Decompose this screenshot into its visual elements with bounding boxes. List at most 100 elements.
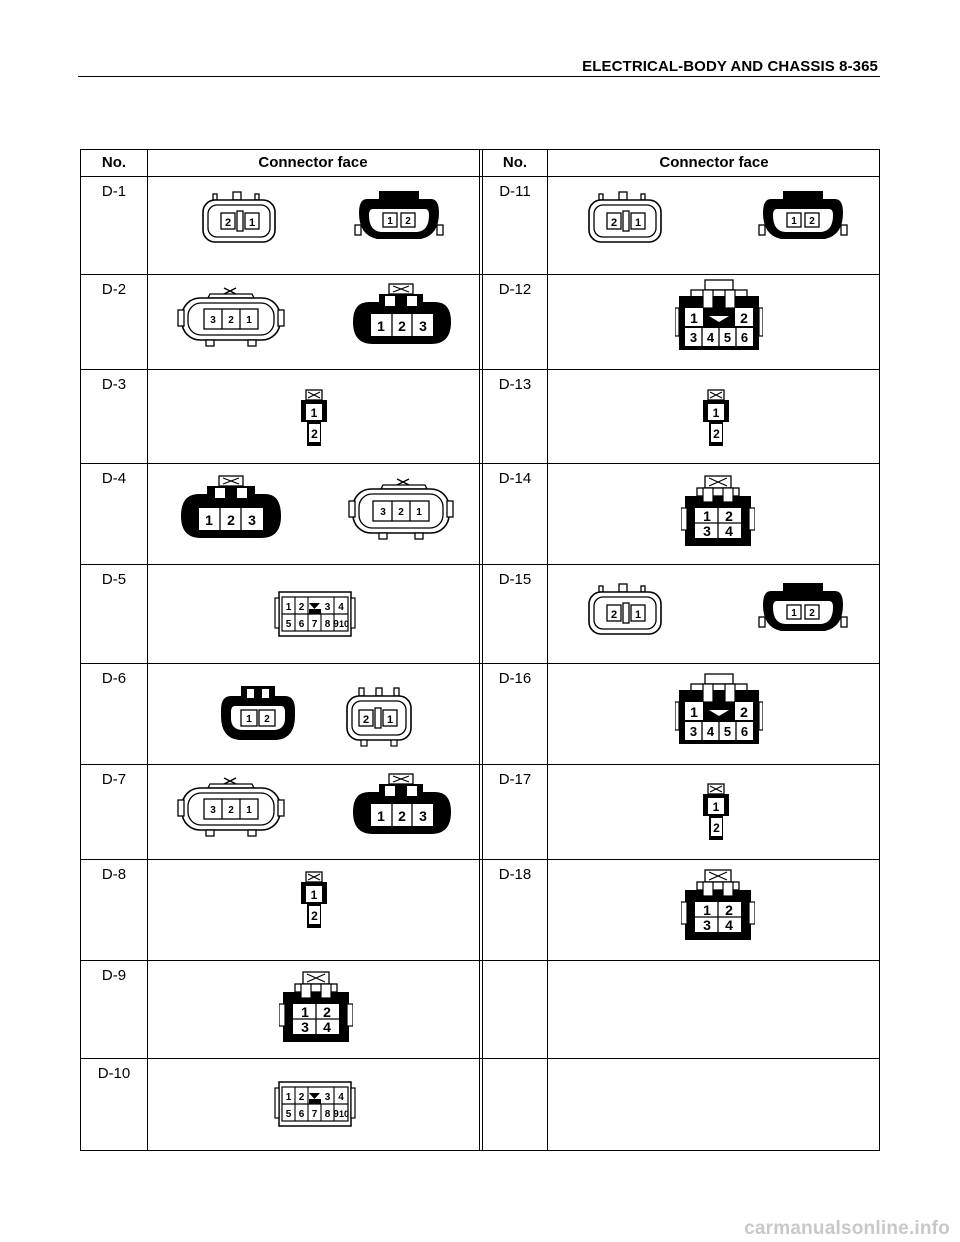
pin-label: 5 bbox=[286, 1109, 292, 1120]
connector-2pin-female-icon: 2 1 bbox=[588, 583, 662, 635]
pin-label: 1 bbox=[791, 608, 797, 619]
connector-2pin-vertical-icon: 1 2 bbox=[301, 871, 327, 928]
col-header-face-left: Connector face bbox=[258, 154, 368, 171]
pin-label: 2 bbox=[227, 512, 235, 528]
connector-2pin-vertical-icon: 1 2 bbox=[703, 783, 729, 840]
pin-label: 2 bbox=[323, 1004, 331, 1020]
row-divider bbox=[81, 564, 879, 565]
pin-label: 2 bbox=[713, 821, 720, 835]
connector-10pin-icon: 1 2 3 4 5 6 7 8 9 10 bbox=[274, 1081, 356, 1127]
pin-label: 6 bbox=[741, 724, 748, 739]
pin-label: 3 bbox=[380, 507, 386, 518]
pin-label: 1 bbox=[387, 714, 393, 726]
row-no: D-4 bbox=[101, 470, 127, 487]
pin-label: 1 bbox=[205, 512, 213, 528]
connector-3pin-female-icon: 3 2 1 bbox=[177, 777, 285, 837]
pin-label: 10 bbox=[339, 619, 349, 629]
row-divider bbox=[81, 1058, 879, 1059]
row-divider bbox=[81, 369, 879, 370]
pin-label: 2 bbox=[809, 608, 815, 619]
pin-label: 9 bbox=[333, 1109, 339, 1120]
pin-label: 4 bbox=[725, 523, 733, 539]
pin-label: 3 bbox=[325, 1092, 331, 1103]
pin-label: 3 bbox=[301, 1019, 309, 1035]
pin-label: 1 bbox=[703, 902, 711, 918]
connector-3pin-male-icon: 1 2 3 bbox=[181, 475, 281, 538]
row-no: D-15 bbox=[498, 571, 532, 588]
pin-label: 2 bbox=[228, 805, 234, 816]
pin-label: 2 bbox=[740, 310, 748, 326]
col-header-face-right: Connector face bbox=[659, 154, 769, 171]
row-no: D-3 bbox=[101, 376, 127, 393]
watermark-text: carmanualsonline.info bbox=[744, 1218, 950, 1239]
connector-6pin-icon: 1 2 3 4 5 6 bbox=[675, 279, 763, 350]
pin-label: 1 bbox=[635, 217, 641, 229]
row-divider bbox=[81, 463, 879, 464]
col-divider-double bbox=[479, 150, 483, 1150]
pin-label: 1 bbox=[246, 714, 252, 725]
connector-3pin-female-icon: 3 2 1 bbox=[177, 287, 285, 347]
connector-2pin-female-icon: 2 1 bbox=[202, 191, 276, 243]
col-divider bbox=[547, 150, 548, 1150]
row-no: D-2 bbox=[101, 281, 127, 298]
pin-label: 2 bbox=[311, 909, 318, 923]
page-title: ELECTRICAL-BODY AND CHASSIS 8-365 bbox=[582, 58, 878, 75]
pin-label: 3 bbox=[703, 523, 711, 539]
pin-label: 5 bbox=[724, 330, 731, 345]
connector-4pin-icon: 1 2 3 4 bbox=[681, 869, 755, 940]
pin-label: 4 bbox=[707, 724, 715, 739]
pin-label: 1 bbox=[635, 609, 641, 621]
pin-label: 2 bbox=[398, 318, 406, 334]
pin-label: 1 bbox=[690, 704, 698, 720]
connector-2pin-male-icon: 1 2 bbox=[758, 583, 848, 631]
pin-label: 2 bbox=[740, 704, 748, 720]
row-divider bbox=[81, 764, 879, 765]
pin-label: 6 bbox=[741, 330, 748, 345]
pin-label: 2 bbox=[405, 216, 411, 227]
pin-label: 3 bbox=[210, 315, 216, 326]
pin-label: 2 bbox=[398, 507, 404, 518]
connector-table: No. Connector face No. Connector face D-… bbox=[80, 149, 880, 1151]
pin-label: 1 bbox=[690, 310, 698, 326]
pin-label: 2 bbox=[725, 902, 733, 918]
pin-label: 1 bbox=[249, 217, 255, 229]
connector-10pin-icon: 1 2 3 4 5 6 7 8 9 10 bbox=[274, 591, 356, 637]
pin-label: 1 bbox=[301, 1004, 309, 1020]
pin-label: 7 bbox=[312, 619, 318, 630]
pin-label: 2 bbox=[311, 427, 318, 441]
pin-label: 10 bbox=[339, 1109, 349, 1119]
row-no: D-8 bbox=[101, 866, 127, 883]
row-no: D-7 bbox=[101, 771, 127, 788]
col-header-no-left: No. bbox=[101, 154, 127, 171]
row-divider bbox=[81, 274, 879, 275]
pin-label: 4 bbox=[323, 1019, 331, 1035]
pin-label: 3 bbox=[419, 318, 427, 334]
row-no: D-5 bbox=[101, 571, 127, 588]
connector-2pin-vertical-icon: 1 2 bbox=[301, 389, 327, 446]
pin-label: 1 bbox=[286, 1092, 292, 1103]
pin-label: 1 bbox=[703, 508, 711, 524]
pin-label: 1 bbox=[416, 507, 422, 518]
row-no: D-13 bbox=[498, 376, 532, 393]
pin-label: 1 bbox=[713, 406, 720, 420]
pin-label: 2 bbox=[611, 217, 617, 229]
connector-3pin-male-icon: 1 2 3 bbox=[353, 773, 451, 834]
pin-label: 1 bbox=[286, 602, 292, 613]
row-no: D-9 bbox=[101, 967, 127, 984]
pin-label: 3 bbox=[325, 602, 331, 613]
pin-label: 2 bbox=[363, 714, 369, 726]
row-no: D-1 bbox=[101, 183, 127, 200]
pin-label: 5 bbox=[286, 619, 292, 630]
connector-2pin-female-icon: 2 1 bbox=[346, 687, 412, 747]
pin-label: 2 bbox=[299, 602, 305, 613]
connector-3pin-female-icon: 3 2 1 bbox=[348, 478, 454, 540]
row-divider bbox=[81, 176, 879, 177]
connector-6pin-icon: 1 2 3 4 5 6 bbox=[675, 673, 763, 744]
pin-label: 1 bbox=[246, 805, 252, 816]
pin-label: 2 bbox=[225, 217, 231, 229]
pin-label: 3 bbox=[248, 512, 256, 528]
connector-2pin-female-icon: 2 1 bbox=[588, 191, 662, 243]
pin-label: 4 bbox=[338, 1092, 344, 1103]
pin-label: 1 bbox=[311, 406, 318, 420]
pin-label: 2 bbox=[611, 609, 617, 621]
